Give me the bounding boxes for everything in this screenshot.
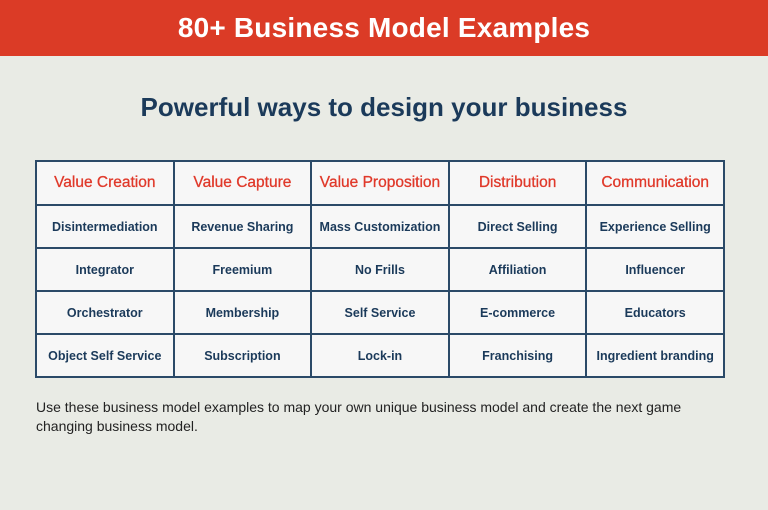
table-cell: Ingredient branding — [585, 333, 725, 378]
table-row: Integrator Freemium No Frills Affiliatio… — [35, 247, 725, 292]
table-cell: Revenue Sharing — [172, 204, 313, 249]
header-distribution: Distribution — [447, 160, 588, 206]
table-cell: Object Self Service — [35, 333, 175, 378]
page-title: 80+ Business Model Examples — [177, 12, 591, 43]
table-cell: Self Service — [310, 290, 450, 335]
header-value-proposition: Value Proposition — [310, 160, 450, 206]
table-cell: Direct Selling — [447, 204, 588, 249]
table-cell: Integrator — [35, 247, 175, 292]
table-cell: Educators — [585, 290, 725, 335]
title-banner: 80+ Business Model Examples — [0, 0, 768, 56]
table-row: Object Self Service Subscription Lock-in… — [35, 333, 725, 378]
table-header-row: Value Creation Value Capture Value Propo… — [35, 160, 725, 206]
table-row: Orchestrator Membership Self Service E-c… — [35, 290, 725, 335]
table-cell: Disintermediation — [35, 204, 175, 249]
header-value-capture: Value Capture — [172, 160, 313, 206]
table-cell: No Frills — [310, 247, 450, 292]
table-cell: Membership — [172, 290, 313, 335]
table-cell: Affiliation — [447, 247, 588, 292]
business-model-table: Value Creation Value Capture Value Propo… — [35, 160, 725, 378]
table-cell: Freemium — [172, 247, 313, 292]
table-cell: E-commerce — [447, 290, 588, 335]
table-row: Disintermediation Revenue Sharing Mass C… — [35, 204, 725, 249]
table-cell: Subscription — [172, 333, 313, 378]
header-value-creation: Value Creation — [35, 160, 175, 206]
table-cell: Orchestrator — [35, 290, 175, 335]
header-communication: Communication — [585, 160, 725, 206]
subtitle: Powerful ways to design your business — [140, 92, 628, 122]
table-cell: Franchising — [447, 333, 588, 378]
table-cell: Lock-in — [310, 333, 450, 378]
table-cell: Mass Customization — [310, 204, 450, 249]
caption-text: Use these business model examples to map… — [36, 399, 682, 434]
table-cell: Influencer — [585, 247, 725, 292]
table-cell: Experience Selling — [585, 204, 725, 249]
